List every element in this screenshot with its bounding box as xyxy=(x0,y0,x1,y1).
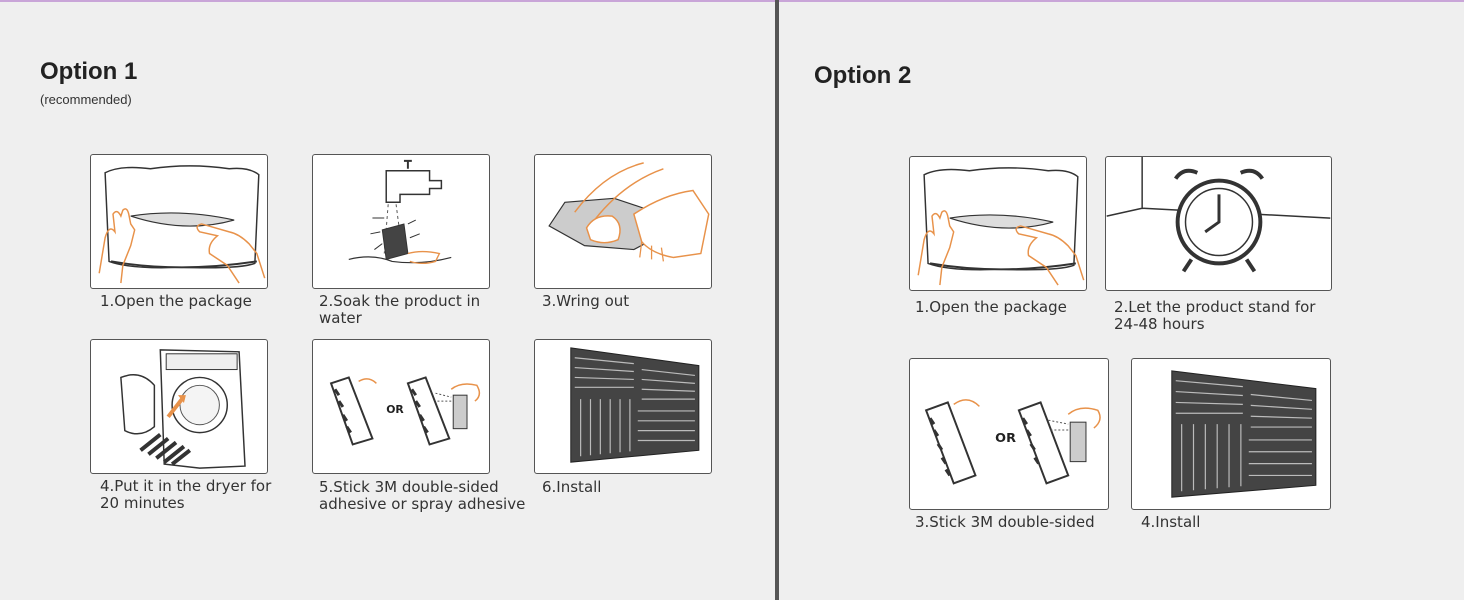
hands-wring-icon xyxy=(548,162,710,262)
option1-step4-caption: 4.Put it in the dryer for 20 minutes xyxy=(100,477,272,512)
option2-step3-caption: 3.Stick 3M double-sided xyxy=(915,513,1095,531)
option1-step3-card xyxy=(534,154,712,289)
option2-step2-card xyxy=(1105,156,1332,291)
or-label: OR xyxy=(995,431,1016,446)
option1-step1-card xyxy=(90,154,268,289)
option2-step4-caption: 4.Install xyxy=(1141,513,1201,531)
package-open-icon xyxy=(98,165,266,284)
option2-step4-card xyxy=(1131,358,1331,510)
option1-step3-caption: 3.Wring out xyxy=(542,292,630,310)
option1-subtitle: (recommended) xyxy=(40,92,132,107)
adhesive-spray-icon: OR xyxy=(924,399,1101,485)
option1-step5-caption: 5.Stick 3M double-sided adhesive or spra… xyxy=(319,478,526,513)
dryer-icon xyxy=(120,349,246,469)
option1-step5-card: OR xyxy=(312,339,490,474)
option1-title: Option 1 xyxy=(40,58,138,85)
option1-step2-caption: 2.Soak the product in water xyxy=(319,292,481,327)
top-accent-line xyxy=(0,0,1464,2)
package-open-icon xyxy=(917,167,1085,286)
column-divider xyxy=(775,0,779,600)
option2-step2-caption: 2.Let the product stand for 24-48 hours xyxy=(1114,298,1316,333)
acoustic-panel-wall-icon xyxy=(1171,370,1317,498)
option1-step1-caption: 1.Open the package xyxy=(100,292,252,310)
option2-step3-card: OR xyxy=(909,358,1109,510)
option1-step6-card xyxy=(534,339,712,474)
faucet-water-icon xyxy=(348,159,452,265)
alarm-clock-icon xyxy=(1106,157,1331,273)
option2-title: Option 2 xyxy=(814,62,912,89)
option1-step4-card xyxy=(90,339,268,474)
acoustic-panel-wall-icon xyxy=(570,347,700,463)
or-label: OR xyxy=(386,403,404,416)
option2-step1-caption: 1.Open the package xyxy=(915,298,1067,316)
option1-step2-card xyxy=(312,154,490,289)
option1-step6-caption: 6.Install xyxy=(542,478,602,496)
adhesive-spray-icon: OR xyxy=(329,376,481,446)
option2-step1-card xyxy=(909,156,1087,291)
